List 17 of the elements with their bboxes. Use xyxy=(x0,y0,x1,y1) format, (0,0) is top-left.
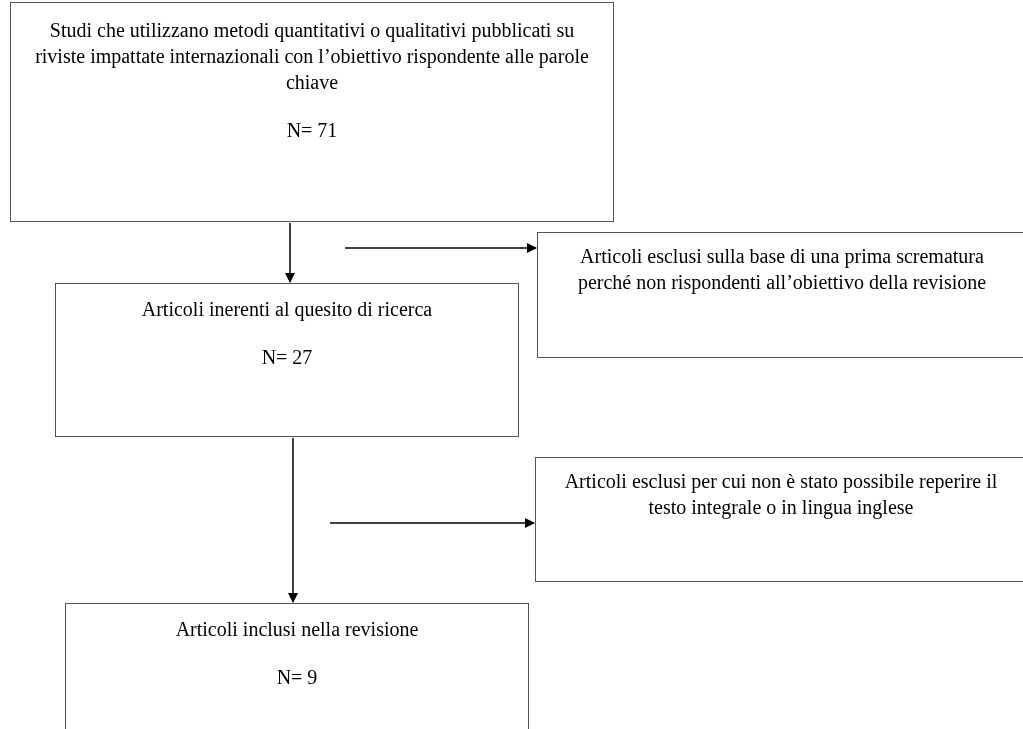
box-text: Studi che utilizzano metodi quantitativi o qualitativi pubblicati su riviste impattate internazionali con l’obiettivo rispondente alle parole chiave xyxy=(34,18,590,95)
process-box xyxy=(65,603,529,729)
arrow xyxy=(344,243,537,253)
count-text: N= 9 xyxy=(276,665,318,690)
box-text: Articoli inclusi nella revisione xyxy=(175,617,419,642)
box-text: Articoli esclusi sulla base di una prima scrematura perché non rispondenti all’obiettivo della revisione xyxy=(576,244,988,295)
process-box xyxy=(10,2,614,222)
process-box xyxy=(537,232,1023,358)
count-text: N= 27 xyxy=(261,345,313,370)
box-text: Articoli inerenti al quesito di ricerca xyxy=(141,297,433,322)
arrow xyxy=(329,518,535,528)
process-box xyxy=(55,283,519,437)
box-text: Articoli esclusi per cui non è stato possibile reperire il testo integrale o in lingua inglese xyxy=(563,469,999,520)
arrow xyxy=(285,222,295,283)
arrow xyxy=(288,437,298,603)
count-text: N= 71 xyxy=(286,118,338,143)
process-box xyxy=(535,457,1023,582)
